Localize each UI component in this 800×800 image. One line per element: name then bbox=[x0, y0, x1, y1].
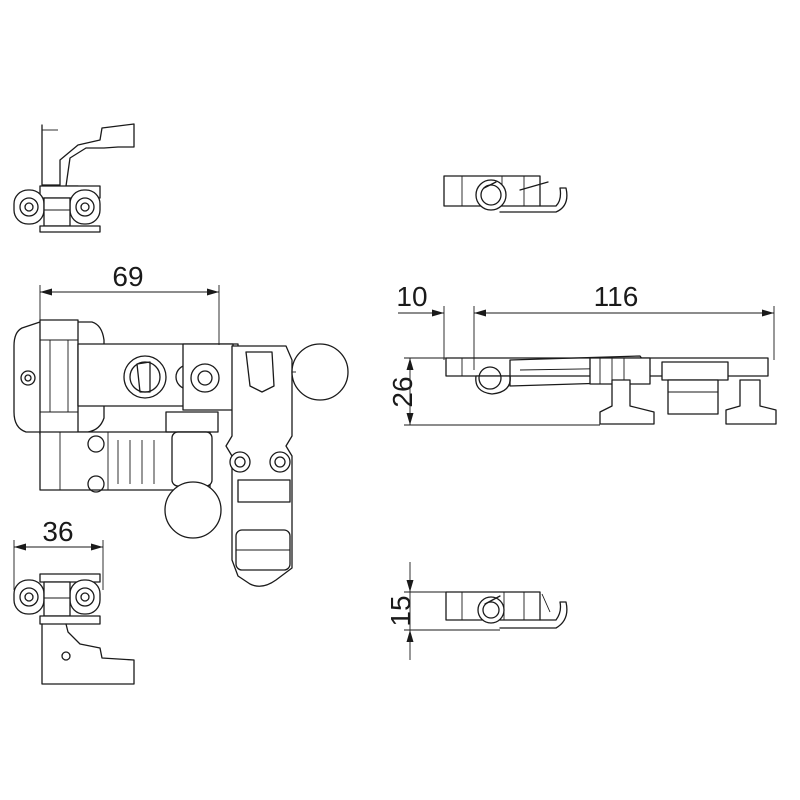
part-view-top-right bbox=[443, 175, 568, 213]
dimension-length: 116 bbox=[474, 281, 775, 360]
dimension-width-bottom: 36 bbox=[13, 516, 104, 590]
part-view-top-left bbox=[13, 123, 135, 233]
dimension-label-36: 36 bbox=[42, 516, 73, 547]
dimension-height: 26 bbox=[387, 357, 600, 426]
dimension-offset: 10 bbox=[396, 281, 490, 370]
part-view-bottom-right bbox=[445, 591, 568, 629]
dimension-label-116: 116 bbox=[594, 281, 639, 312]
part-view-bottom-left bbox=[13, 573, 135, 685]
dimension-label-10: 10 bbox=[396, 281, 427, 312]
dimension-label-15: 15 bbox=[385, 595, 416, 626]
part-view-main bbox=[13, 319, 349, 587]
dimension-label-69: 69 bbox=[112, 261, 143, 292]
part-view-side bbox=[445, 355, 777, 425]
dimension-width-top: 69 bbox=[39, 261, 220, 345]
dimension-label-26: 26 bbox=[387, 376, 418, 407]
dimension-thickness: 15 bbox=[385, 562, 500, 660]
